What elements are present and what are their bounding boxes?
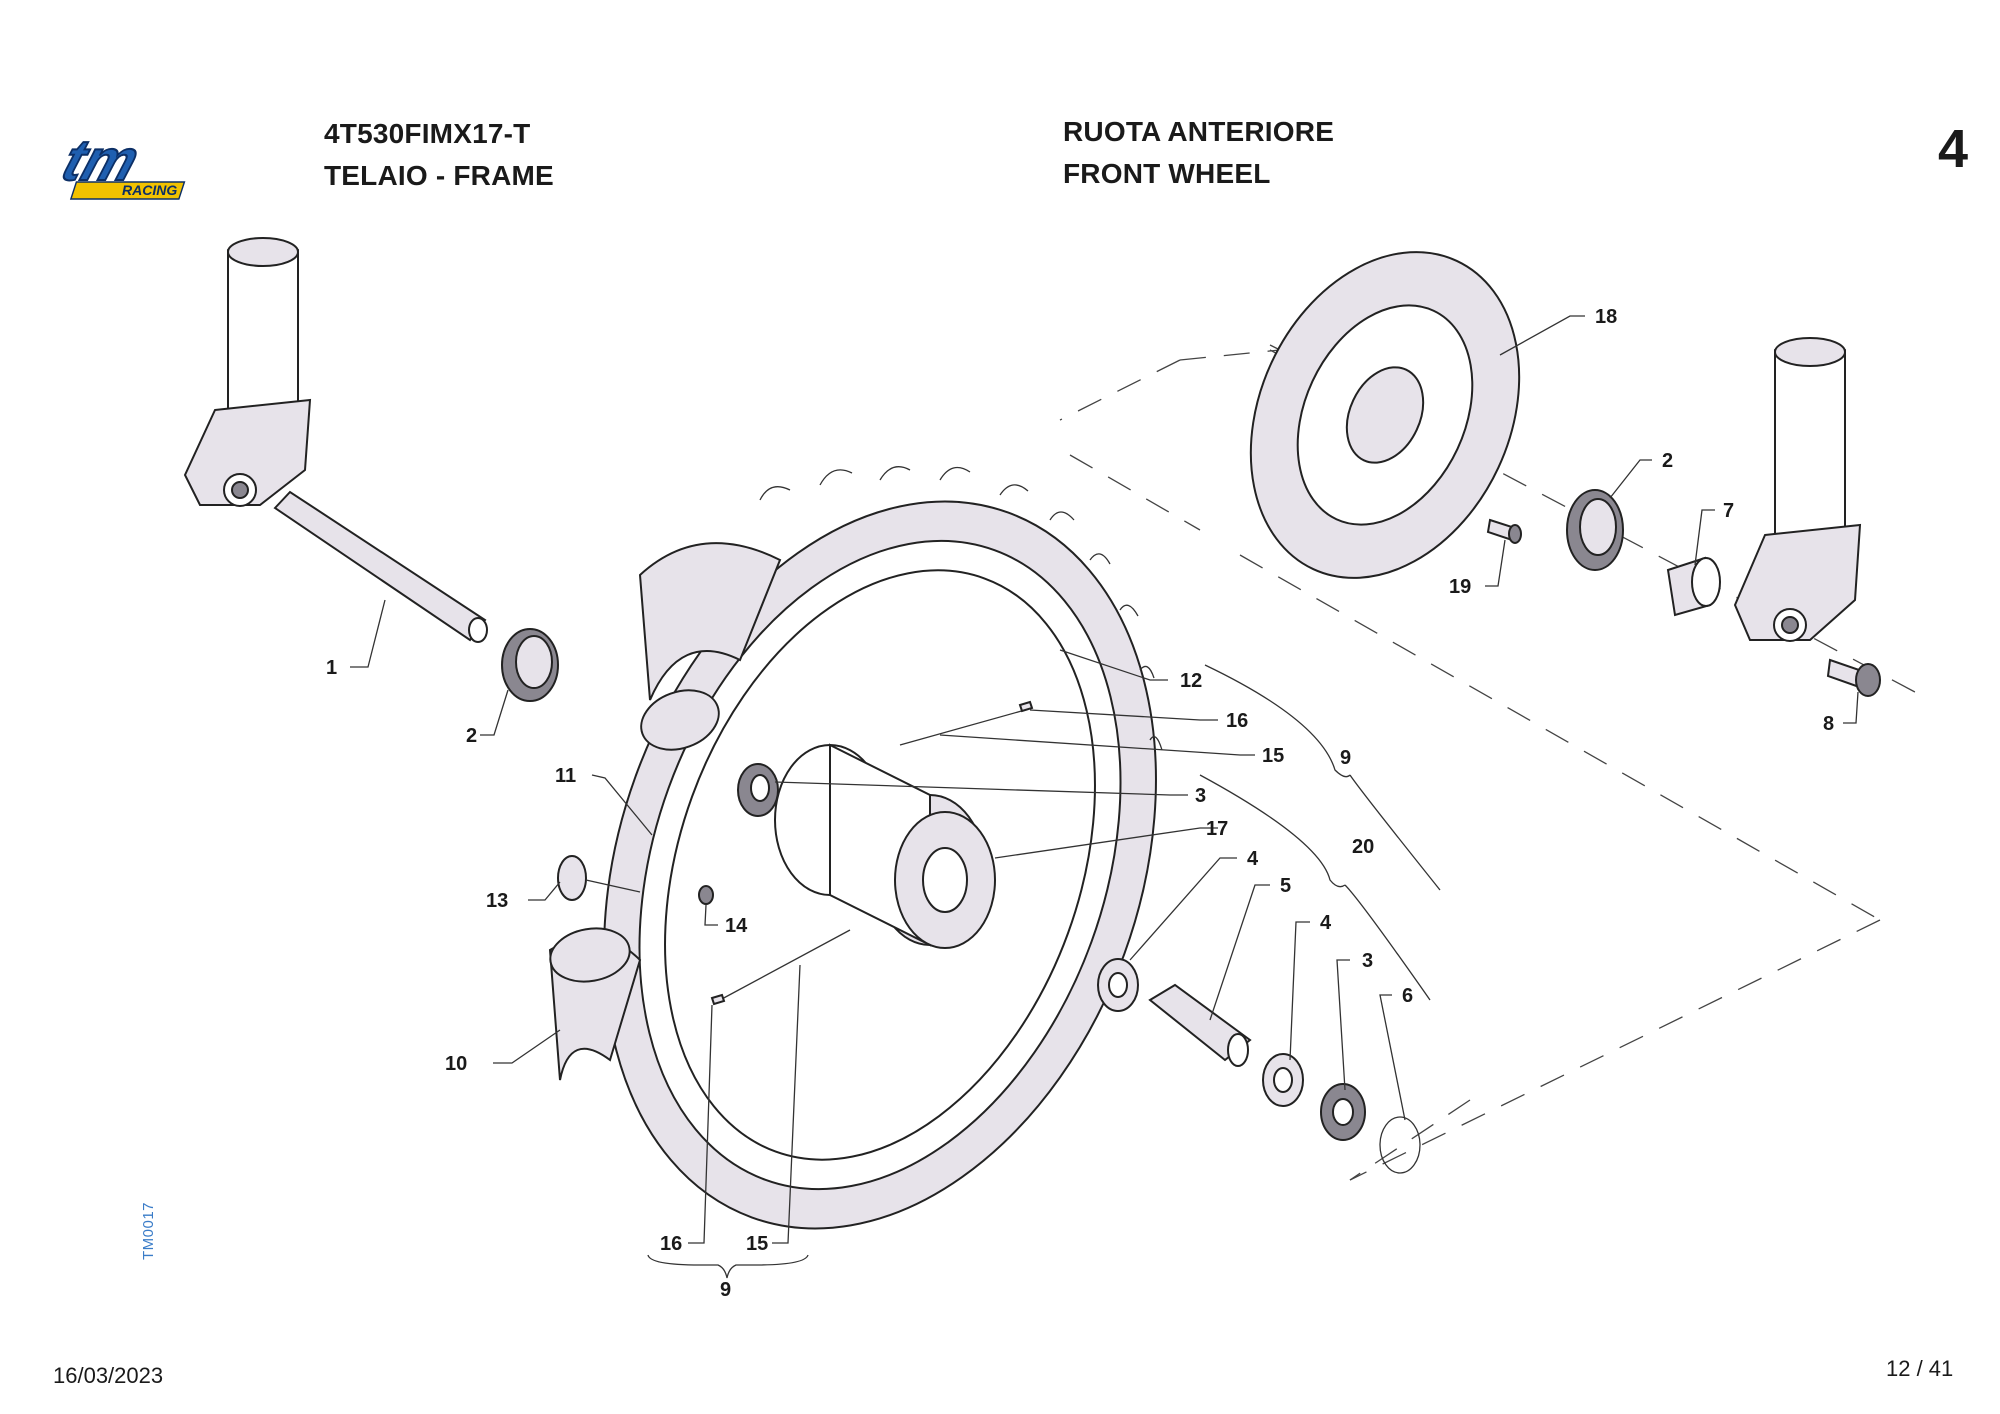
leader-lines: [350, 315, 1859, 1279]
callout-15: 15: [1262, 745, 1284, 767]
drawing-reference-code: TM0017: [140, 1201, 157, 1260]
callout-18: 18: [1595, 306, 1617, 328]
bearing-left: [737, 763, 779, 817]
callout-14: 14: [725, 915, 748, 937]
callout-16: 16: [1226, 710, 1248, 732]
callout-9-bottom: 9: [720, 1279, 731, 1301]
svg-text:RACING: RACING: [122, 182, 177, 198]
axle-bolt: [1826, 658, 1881, 697]
title-english: FRONT WHEEL: [1063, 158, 1271, 189]
wheel-axle: [273, 490, 488, 643]
left-fork-leg: [183, 237, 312, 507]
callout-labels: 1 2 2 3 3 4 4 5 6 7 8 9 9 10 11 12 13 14…: [326, 306, 1834, 1301]
callout-8: 8: [1823, 713, 1834, 735]
valve: [557, 855, 714, 905]
callout-2-left: 2: [466, 725, 477, 747]
right-side-hub-parts: [1097, 958, 1421, 1174]
spokes: [710, 700, 1034, 1006]
callout-4-washer-2: 4: [1320, 912, 1332, 934]
model-code: 4T530FIMX17-T: [324, 118, 531, 149]
callout-2-right: 2: [1662, 450, 1673, 472]
callout-4-washer: 4: [1247, 848, 1259, 870]
right-fork-leg: [1733, 337, 1862, 642]
callout-9-group: 9: [1340, 747, 1351, 769]
print-date: 16/03/2023: [53, 1363, 164, 1388]
callout-7: 7: [1723, 500, 1734, 522]
callout-5: 5: [1280, 875, 1291, 897]
disc-screw: [1486, 518, 1522, 544]
title-italian: RUOTA ANTERIORE: [1063, 116, 1335, 147]
callout-3-bearing: 3: [1362, 950, 1373, 972]
callout-3-hub: 3: [1195, 785, 1206, 807]
callout-11: 11: [555, 765, 576, 787]
callout-6: 6: [1402, 985, 1413, 1007]
callout-19: 19: [1449, 576, 1471, 598]
callout-12: 12: [1180, 670, 1202, 692]
callout-20: 20: [1352, 836, 1374, 858]
callout-10: 10: [445, 1053, 467, 1075]
group-title: TELAIO - FRAME: [324, 160, 554, 191]
table-number: 4: [1938, 119, 1969, 179]
axle-spacer: [1666, 556, 1721, 617]
brake-disc: [1249, 251, 1521, 579]
page-counter: 12 / 41: [1886, 1356, 1954, 1381]
callout-17: 17: [1206, 818, 1228, 840]
dust-seal-left: [501, 628, 559, 702]
callout-13: 13: [486, 890, 508, 912]
tm-racing-logo: tm RACING: [54, 134, 186, 200]
dust-seal-right: [1566, 489, 1624, 571]
callout-1: 1: [326, 657, 337, 679]
callout-16-bottom: 16: [660, 1233, 682, 1255]
callout-15-bottom: 15: [746, 1233, 768, 1255]
